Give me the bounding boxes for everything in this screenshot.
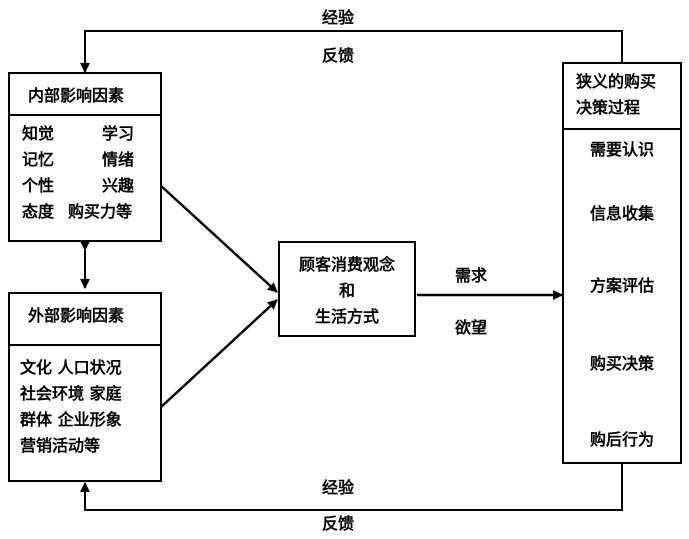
process-divider xyxy=(564,128,680,130)
internal-item: 个性 xyxy=(22,176,55,195)
internal-to-center-arrow xyxy=(159,184,278,293)
desire-label: 欲望 xyxy=(455,318,488,337)
internal-divider xyxy=(10,114,160,116)
internal-item: 购买力等 xyxy=(68,202,133,221)
internal-item: 记忆 xyxy=(22,150,55,169)
internal-factors-box: 内部影响因素 知觉 学习 记忆 情绪 个性 兴趣 态度 购买力等 xyxy=(8,72,162,242)
center-line-3: 生活方式 xyxy=(314,307,379,326)
internal-item: 兴趣 xyxy=(102,176,135,195)
top-feedback-label: 反馈 xyxy=(322,46,355,65)
external-factors-title: 外部影响因素 xyxy=(28,306,125,325)
process-step: 方案评估 xyxy=(589,276,654,295)
center-line-1: 顾客消费观念 xyxy=(298,255,395,274)
center-line-2: 和 xyxy=(338,281,355,300)
internal-item: 态度 xyxy=(22,202,55,221)
bottom-experience-label: 经验 xyxy=(322,478,355,497)
external-to-center-arrow xyxy=(159,299,278,409)
internal-item: 情绪 xyxy=(102,150,135,169)
consumption-concept-box: 顾客消费观念 和 生活方式 xyxy=(278,241,416,337)
process-step: 需要认识 xyxy=(589,140,654,159)
external-line: 文化 人口状况 xyxy=(20,358,122,377)
bottom-feedback-label: 反馈 xyxy=(322,514,355,533)
process-step: 购后行为 xyxy=(589,430,654,449)
process-title-line-2: 决策过程 xyxy=(576,98,641,117)
internal-factors-title: 内部影响因素 xyxy=(28,86,125,105)
process-step: 购买决策 xyxy=(589,354,654,373)
external-factors-box: 外部影响因素 文化 人口状况 社会环境 家庭 群体 企业形象 营销活动等 xyxy=(8,292,162,482)
internal-item: 学习 xyxy=(102,124,135,143)
process-step: 信息收集 xyxy=(589,204,654,223)
top-experience-label: 经验 xyxy=(322,8,355,27)
bottom-feedback-loop xyxy=(80,464,623,511)
external-line: 群体 企业形象 xyxy=(20,410,122,429)
internal-item: 知觉 xyxy=(22,124,55,143)
external-line: 营销活动等 xyxy=(20,436,101,455)
purchase-process-box: 狭义的购买 决策过程 需要认识 信息收集 方案评估 购买决策 购后行为 xyxy=(562,62,682,464)
external-line: 社会环境 家庭 xyxy=(20,384,122,403)
process-title-line-1: 狭义的购买 xyxy=(576,72,657,91)
top-feedback-loop xyxy=(80,30,623,73)
need-label: 需求 xyxy=(455,266,488,285)
external-divider xyxy=(10,344,160,346)
